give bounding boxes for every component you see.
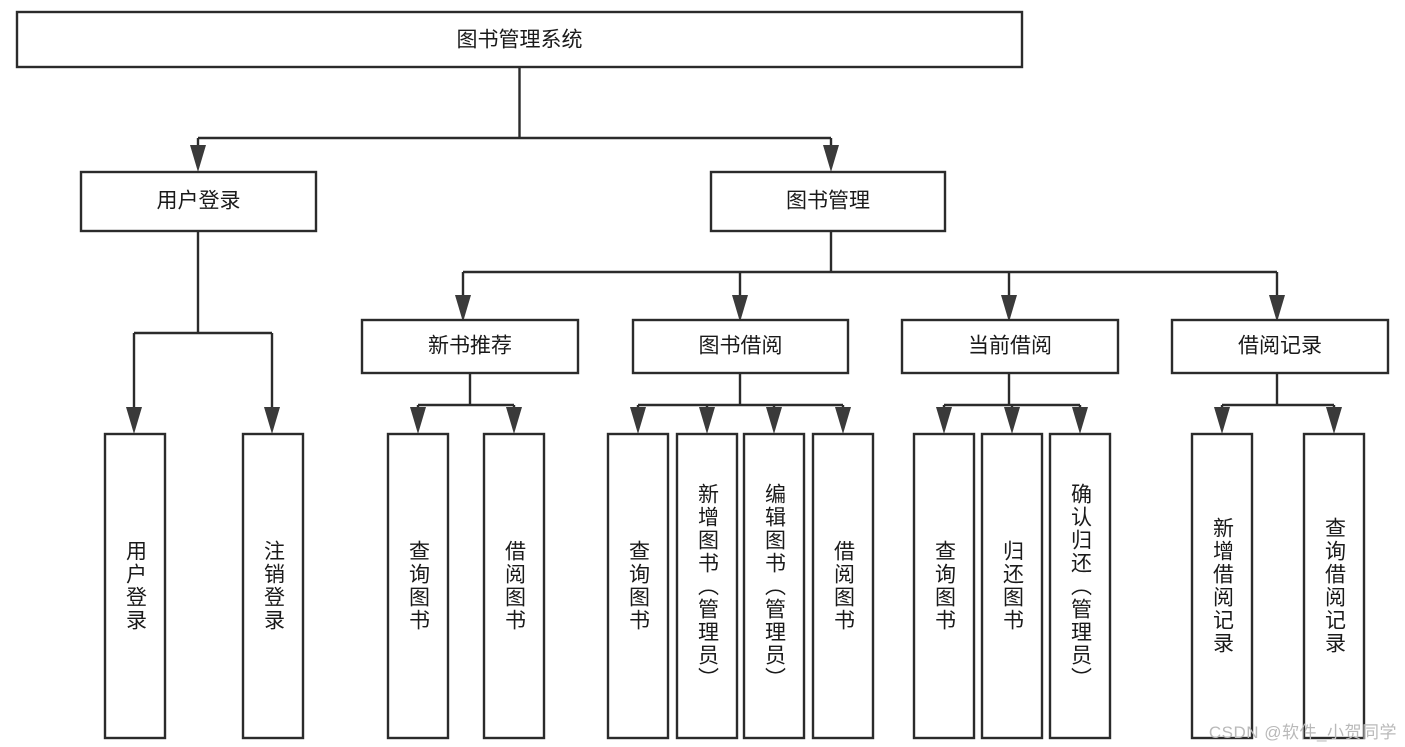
node-current-borrow-label: 当前借阅 — [968, 335, 1052, 358]
node-leaf-book-borrow-4[interactable] — [811, 432, 875, 740]
node-borrow-record[interactable] — [1170, 318, 1390, 375]
node-leaf-new-book-1-label: 查询图书 — [406, 540, 430, 632]
node-leaf-current-borrow-2-label: 归还图书 — [1000, 540, 1024, 632]
arrow-icon-leaf-7 — [766, 407, 782, 434]
arrow-icon-leaf-3 — [410, 407, 426, 434]
node-leaf-book-borrow-3[interactable] — [742, 432, 806, 740]
node-book-manage[interactable] — [709, 170, 947, 233]
node-current-borrow[interactable] — [900, 318, 1120, 375]
arrowheads-group — [126, 145, 1342, 434]
node-root-label: 图书管理系统 — [457, 29, 583, 52]
node-leaf-current-borrow-1-label: 查询图书 — [932, 540, 956, 632]
arrow-icon-leaf-10 — [1004, 407, 1020, 434]
arrow-icon-leaf-11 — [1072, 407, 1088, 434]
node-leaf-user-login-2-label: 注销登录 — [261, 540, 285, 632]
node-leaf-book-borrow-4-label: 借阅图书 — [831, 540, 855, 632]
node-book-manage-label: 图书管理 — [786, 190, 870, 213]
nodes-group: 图书管理系统 用户登录 图书管理 新书推荐 图书借阅 当前借阅 借阅记录 — [15, 10, 1390, 740]
node-leaf-borrow-record-1-label: 新增借阅记录 — [1210, 517, 1234, 655]
node-leaf-new-book-2-label: 借阅图书 — [502, 540, 526, 632]
arrow-icon-current-borrow — [1001, 295, 1017, 322]
node-new-book[interactable] — [360, 318, 580, 375]
node-leaf-user-login-1[interactable] — [103, 432, 167, 740]
node-leaf-new-book-1[interactable] — [386, 432, 450, 740]
node-book-borrow-label: 图书借阅 — [699, 335, 783, 358]
arrow-icon-leaf-12 — [1214, 407, 1230, 434]
arrow-icon-new-book — [455, 295, 471, 322]
node-root[interactable] — [15, 10, 1024, 69]
arrow-icon-book-borrow — [732, 295, 748, 322]
arrow-icon-book-manage — [823, 145, 839, 172]
node-user-login-label: 用户登录 — [157, 190, 241, 213]
node-leaf-current-borrow-3-label: 确认归还（管理员） — [1068, 482, 1092, 690]
arrow-icon-leaf-2 — [264, 407, 280, 434]
node-leaf-book-borrow-3-label: 编辑图书（管理员） — [762, 482, 786, 690]
arrow-icon-leaf-5 — [630, 407, 646, 434]
node-leaf-user-login-2[interactable] — [241, 432, 305, 740]
node-user-login[interactable] — [79, 170, 318, 233]
arrow-icon-leaf-4 — [506, 407, 522, 434]
watermark: CSDN @软件_小贺同学 — [1208, 723, 1397, 742]
node-leaf-book-borrow-2-label: 新增图书（管理员） — [695, 482, 719, 690]
node-leaf-book-borrow-1-label: 查询图书 — [626, 540, 650, 632]
arrow-icon-user-login — [190, 145, 206, 172]
arrow-icon-leaf-13 — [1326, 407, 1342, 434]
node-leaf-borrow-record-2[interactable] — [1302, 432, 1366, 740]
arrow-icon-leaf-9 — [936, 407, 952, 434]
arrow-icon-borrow-record — [1269, 295, 1285, 322]
arrow-icon-leaf-6 — [699, 407, 715, 434]
node-leaf-current-borrow-2[interactable] — [980, 432, 1044, 740]
node-leaf-current-borrow-1[interactable] — [912, 432, 976, 740]
node-leaf-borrow-record-2-label: 查询借阅记录 — [1322, 517, 1346, 655]
node-leaf-borrow-record-1[interactable] — [1190, 432, 1254, 740]
node-book-borrow[interactable] — [631, 318, 850, 375]
node-leaf-current-borrow-3[interactable] — [1048, 432, 1112, 740]
arrow-icon-leaf-1 — [126, 407, 142, 434]
node-leaf-book-borrow-1[interactable] — [606, 432, 670, 740]
node-leaf-book-borrow-2[interactable] — [675, 432, 739, 740]
arrow-icon-leaf-8 — [835, 407, 851, 434]
node-leaf-user-login-1-label: 用户登录 — [123, 540, 147, 632]
node-borrow-record-label: 借阅记录 — [1238, 335, 1322, 358]
node-leaf-new-book-2[interactable] — [482, 432, 546, 740]
node-new-book-label: 新书推荐 — [428, 335, 512, 358]
